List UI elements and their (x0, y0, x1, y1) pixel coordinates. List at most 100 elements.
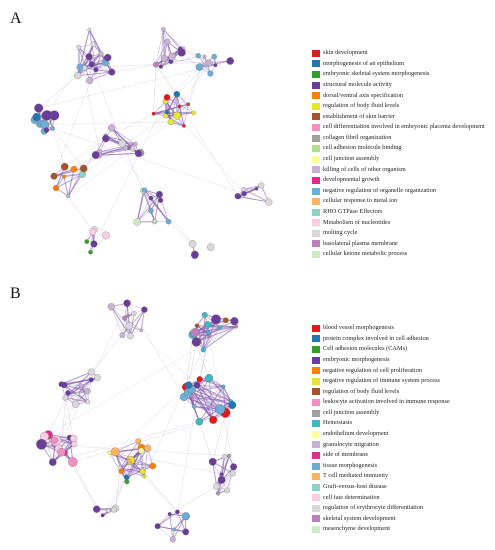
network-node (141, 187, 148, 193)
network-edge (169, 514, 174, 540)
legend-label: cell adhesion molecule binding (323, 144, 402, 152)
network-node (258, 182, 265, 189)
network-node (164, 38, 171, 45)
network-node (148, 195, 154, 201)
legend-swatch (312, 166, 320, 174)
network-node (230, 463, 238, 471)
network-edge (89, 71, 112, 81)
network-node (195, 53, 201, 59)
network-edge (196, 384, 232, 402)
network-node (108, 68, 116, 76)
network-node (184, 381, 193, 389)
network-node (207, 243, 215, 251)
network-node (196, 376, 203, 383)
legend-swatch (312, 113, 320, 121)
network-node (234, 324, 239, 329)
network-a (30, 27, 273, 259)
network-node (41, 110, 52, 121)
network-node (195, 63, 204, 71)
network-node (228, 401, 237, 410)
legend-swatch (312, 81, 320, 89)
legend-item: cell fate determination (312, 493, 495, 504)
network-node (88, 249, 93, 255)
network-edge (55, 404, 76, 441)
network-edge (121, 465, 153, 472)
legend-swatch (312, 441, 320, 449)
network-node (43, 127, 50, 133)
network-edge (196, 325, 237, 327)
legend-label: establishment of skin barrier (323, 112, 395, 120)
panel-letter-b: B (10, 285, 21, 302)
network-node (182, 124, 186, 128)
legend-label: tissue morphogenesis (323, 461, 378, 469)
legend-swatch (312, 504, 320, 512)
network-node (86, 77, 94, 85)
legend-swatch (312, 240, 320, 248)
network-node (163, 94, 171, 101)
network-edge (61, 371, 92, 385)
network-node (124, 479, 130, 485)
network-node (34, 103, 44, 113)
network-node (62, 174, 66, 179)
network-edge (157, 526, 173, 540)
network-node (70, 434, 78, 443)
network-node (200, 347, 206, 353)
legend-label: endothelium development (323, 430, 389, 438)
network-edge (142, 471, 178, 513)
network-node (213, 482, 221, 490)
legend-swatch (312, 494, 320, 502)
network-node (152, 61, 159, 68)
network-node (230, 317, 239, 326)
legend-swatch (312, 176, 320, 184)
network-node (139, 468, 146, 475)
network-edge (114, 386, 187, 452)
legend-label: basolateral plasma membrane (323, 239, 398, 247)
network-edge (77, 377, 98, 394)
network-node (87, 368, 95, 376)
legend-item: cell differentiation involved in embryon… (312, 122, 495, 133)
network-edge (129, 309, 145, 337)
network-edge (38, 75, 78, 109)
network-edge (67, 169, 75, 197)
network-edge (108, 477, 127, 511)
network-edge (136, 189, 146, 223)
legend-item: granulocyte migration (312, 440, 495, 451)
network-node (87, 27, 92, 32)
network-node (211, 53, 217, 60)
network-edge (99, 152, 139, 156)
network-edge (155, 56, 205, 65)
network-edge (136, 197, 152, 223)
legend-item: basolateral plasma membrane (312, 239, 495, 250)
network-node (207, 334, 212, 339)
network-edge (208, 332, 234, 467)
legend-label: cellular response to metal ion (323, 197, 398, 205)
legend-label: embryonic skeletal system morphogenesis (323, 70, 430, 78)
network-edge (212, 386, 224, 420)
network-node (126, 313, 130, 318)
network-edge (121, 470, 145, 477)
legend-item: embryonic morphogenesis (312, 355, 495, 366)
network-edge (122, 318, 125, 336)
network-node (173, 90, 180, 98)
network-edge (160, 29, 164, 67)
network-node (236, 194, 242, 199)
network-node (90, 41, 97, 47)
legend-item: endothelium development (312, 429, 495, 440)
network-edge (53, 167, 84, 177)
network-edge (176, 62, 210, 95)
network-node (154, 523, 161, 530)
legend-label: embryonic morphogenesis (323, 355, 390, 363)
legend-label: Metabolism of nucleotides (323, 218, 391, 226)
legend-swatch (312, 420, 320, 428)
legend-item: regulation of body fluid levels (312, 101, 495, 112)
network-edge (243, 188, 270, 203)
network-node (177, 48, 186, 57)
network-edge (89, 56, 90, 81)
network-node (163, 113, 169, 119)
network-node (186, 102, 191, 107)
network-edge (124, 317, 142, 331)
network-node (84, 239, 90, 244)
network-node (125, 322, 134, 330)
legend-label: mesenchyme development (323, 525, 390, 533)
network-edge (40, 124, 245, 194)
